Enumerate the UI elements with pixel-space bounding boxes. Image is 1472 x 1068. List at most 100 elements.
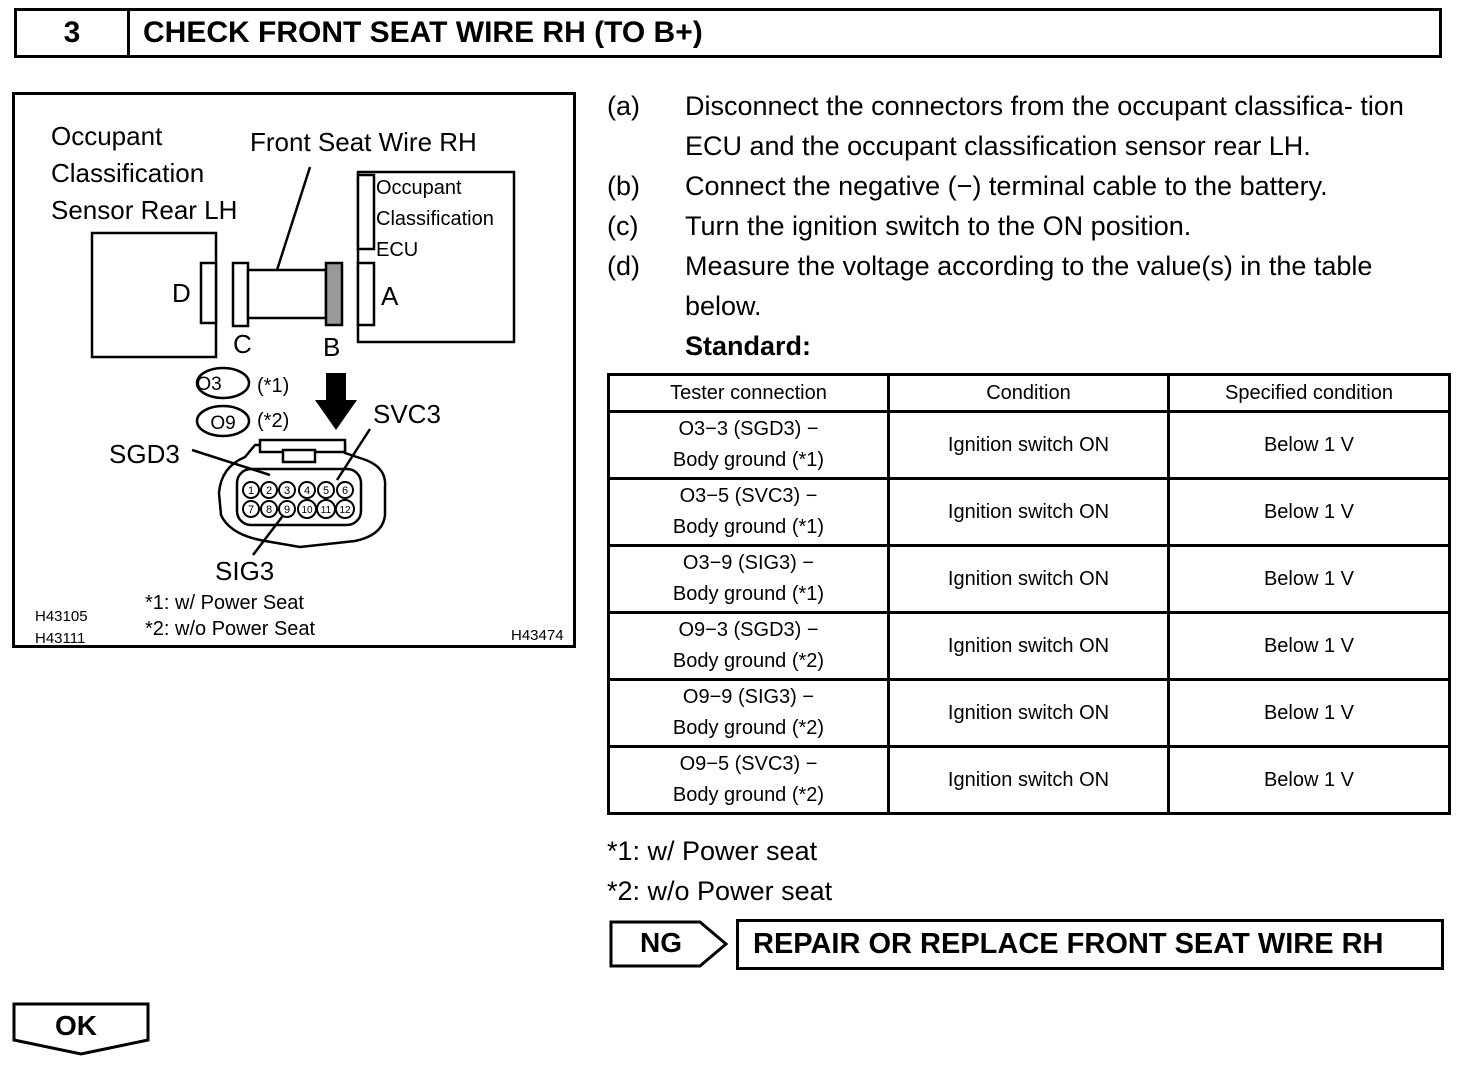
ok-label: OK: [55, 1010, 97, 1041]
ecu-inner-connector: [356, 173, 376, 251]
ecu-label-1: Occupant: [376, 177, 462, 199]
ecu-box: [356, 170, 516, 344]
table-row: O9−9 (SIG3) −Body ground (*2) Ignition s…: [607, 678, 1451, 748]
cell-specified: Below 1 V: [1167, 544, 1451, 614]
label-a: A: [381, 281, 399, 311]
cell-tester-connection: O9−5 (SVC3) −Body ground (*2): [607, 745, 890, 815]
code-o9-oval: [195, 404, 251, 438]
illustration-drawing: 1 2 3 4 5 6 7 8 9 10 11 12 Occupant Clas…: [35, 121, 564, 645]
label-d: D: [172, 278, 191, 308]
cell-specified: Below 1 V: [1167, 611, 1451, 681]
pin-7: 7: [248, 504, 254, 516]
pin-5: 5: [323, 485, 329, 497]
connector-a: [356, 261, 376, 327]
step-header: 3 CHECK FRONT SEAT WIRE RH (TO B+): [14, 8, 1442, 58]
wire-harness: [246, 268, 328, 320]
cell-condition: Ignition switch ON: [887, 745, 1170, 815]
code-o3-oval: [195, 366, 251, 400]
connector-d: [199, 261, 218, 325]
step-number: 3: [17, 11, 130, 55]
cell-specified: Below 1 V: [1167, 477, 1451, 547]
code-o9: O9: [210, 413, 235, 434]
pin-10: 10: [301, 505, 313, 516]
ref-code-1: H43105: [35, 608, 88, 625]
illus-footnote-2: *2: w/o Power Seat: [145, 618, 316, 640]
cell-condition: Ignition switch ON: [887, 544, 1170, 614]
pin-11: 11: [321, 505, 332, 516]
ng-action: REPAIR OR REPLACE FRONT SEAT WIRE RH: [736, 919, 1444, 970]
table-row: O3−9 (SIG3) −Body ground (*1) Ignition s…: [607, 544, 1451, 614]
illus-footnote-1: *1: w/ Power Seat: [145, 592, 304, 614]
pin-4: 4: [304, 485, 310, 497]
sig3-leader: [252, 512, 286, 556]
sig3-label: SIG3: [215, 556, 274, 586]
sgd3-leader: [191, 448, 271, 477]
step-text: Connect the negative (−) terminal cable …: [685, 171, 1328, 201]
step-text: Disconnect the connectors from the occup…: [685, 91, 1404, 161]
label-c: C: [233, 329, 252, 359]
step-key: (a): [607, 91, 640, 121]
table-row: O3−3 (SGD3) −Body ground (*1) Ignition s…: [607, 410, 1451, 480]
pin-1: 1: [248, 485, 254, 497]
step-key: (c): [607, 211, 639, 241]
ng-arrow-box: [609, 920, 729, 968]
cell-specified: Below 1 V: [1167, 745, 1451, 815]
cell-condition: Ignition switch ON: [887, 477, 1170, 547]
step-title: CHECK FRONT SEAT WIRE RH (TO B+): [143, 16, 703, 49]
cell-specified: Below 1 V: [1167, 410, 1451, 480]
step-text: Measure the voltage according to the val…: [685, 251, 1373, 321]
label-b: B: [323, 332, 340, 362]
table-row: O9−3 (SGD3) −Body ground (*2) Ignition s…: [607, 611, 1451, 681]
tag-1: (*1): [257, 375, 289, 397]
pin-12: 12: [339, 505, 351, 516]
step-key: (b): [607, 171, 640, 201]
ng-label: NG: [640, 927, 682, 958]
cell-tester-connection: O3−3 (SGD3) −Body ground (*1): [607, 410, 890, 480]
ref-code-2: H43111: [35, 630, 85, 645]
ok-arrow-box: [12, 1002, 150, 1056]
pin-6: 6: [342, 485, 348, 497]
connector-face: [217, 443, 387, 549]
pin-3: 3: [284, 485, 290, 497]
connector-illustration: 1 2 3 4 5 6 7 8 9 10 11 12 Occupant Clas…: [12, 92, 576, 648]
sensor-box: [90, 231, 218, 359]
step-text: Turn the ignition switch to the ON posit…: [685, 211, 1192, 241]
table-row: O3−5 (SVC3) −Body ground (*1) Ignition s…: [607, 477, 1451, 547]
pin-9: 9: [284, 504, 290, 516]
ref-code-3: H43474: [511, 627, 564, 644]
col-header-tester: Tester connection: [607, 373, 890, 413]
col-header-condition: Condition: [887, 373, 1170, 413]
cell-tester-connection: O9−9 (SIG3) −Body ground (*2): [607, 678, 890, 748]
col-header-specified: Specified condition: [1167, 373, 1451, 413]
cell-condition: Ignition switch ON: [887, 410, 1170, 480]
wire-label: Front Seat Wire RH: [250, 127, 477, 157]
cell-tester-connection: O9−3 (SGD3) −Body ground (*2): [607, 611, 890, 681]
svc3-leader: [335, 428, 372, 481]
spec-table: Tester connection Condition Specified co…: [607, 373, 1451, 815]
table-row: O9−5 (SVC3) −Body ground (*2) Ignition s…: [607, 745, 1451, 815]
table-header-row: Tester connection Condition Specified co…: [607, 373, 1451, 413]
ecu-label-2: Classification: [376, 208, 494, 230]
ecu-label-3: ECU: [376, 239, 418, 261]
sensor-label-3: Sensor Rear LH: [51, 195, 237, 225]
table-note-1: *1: w/ Power seat: [607, 836, 818, 866]
cell-specified: Below 1 V: [1167, 678, 1451, 748]
cell-tester-connection: O3−5 (SVC3) −Body ground (*1): [607, 477, 890, 547]
step-key: (d): [607, 251, 640, 281]
standard-label: Standard:: [685, 331, 812, 361]
connector-b: [324, 261, 344, 327]
pin-2: 2: [266, 485, 272, 497]
svc3-label: SVC3: [373, 399, 441, 429]
sensor-label-1: Occupant: [51, 121, 163, 151]
table-note-2: *2: w/o Power seat: [607, 876, 833, 906]
sensor-label-2: Classification: [51, 158, 204, 188]
sgd3-label: SGD3: [109, 439, 180, 469]
down-arrow-icon: [315, 373, 357, 430]
pin-8: 8: [266, 504, 272, 516]
tag-2: (*2): [257, 410, 289, 432]
cell-condition: Ignition switch ON: [887, 678, 1170, 748]
cell-condition: Ignition switch ON: [887, 611, 1170, 681]
connector-c: [231, 261, 250, 328]
code-o3: O3: [196, 374, 221, 395]
cell-tester-connection: O3−9 (SIG3) −Body ground (*1): [607, 544, 890, 614]
